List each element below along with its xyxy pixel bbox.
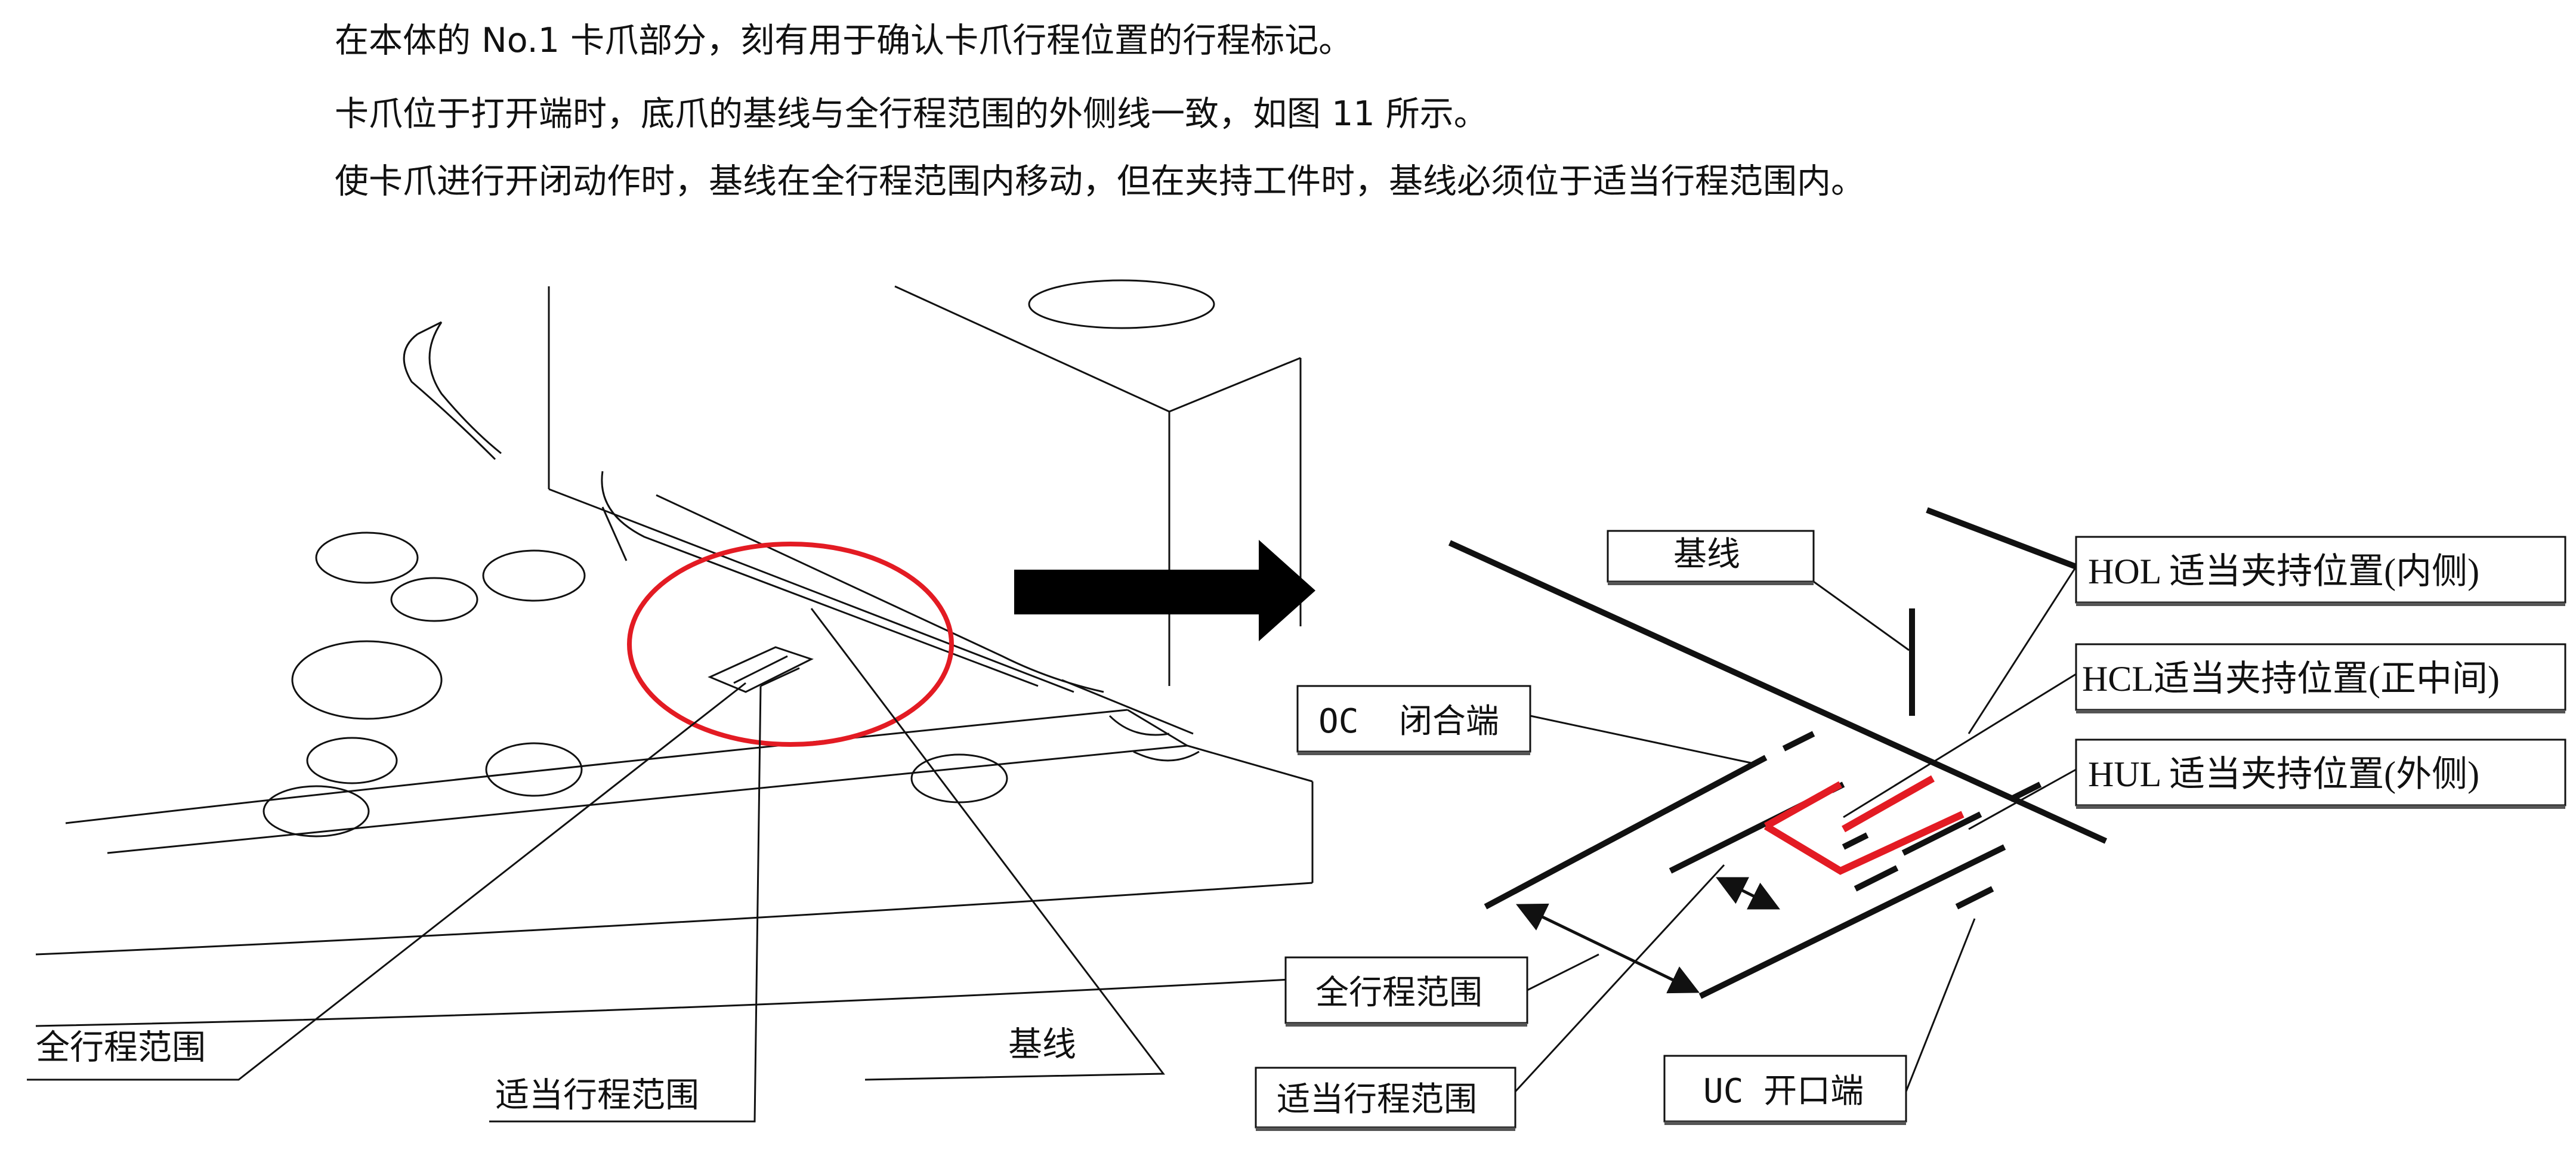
bolt-hole xyxy=(910,753,1008,803)
stroke-mark-small xyxy=(760,667,800,687)
leader-oc xyxy=(1530,715,1755,765)
chuck-edge-top xyxy=(1127,709,1313,783)
leader-uc xyxy=(1905,918,1976,1092)
full-stroke-inner-line xyxy=(1698,844,2006,999)
label-box-full-stroke-right: 全行程范围 xyxy=(1284,956,1528,1027)
bolt-hole xyxy=(262,785,370,837)
groove-line xyxy=(1061,679,1194,735)
leader-hul xyxy=(1968,768,2077,830)
hol-mark xyxy=(1764,781,1842,830)
groove-line xyxy=(1108,715,1170,736)
stroke-mark-detail xyxy=(1448,507,2108,999)
leader-hcl xyxy=(1843,673,2077,818)
jaw-block-edge xyxy=(548,488,1074,693)
label-proper-stroke-right: 适当行程范围 xyxy=(1277,1080,1477,1119)
jaw-edge-line xyxy=(1448,540,2108,844)
leader-proper-stroke-left xyxy=(489,685,762,1123)
hol-hcl-hul-mark xyxy=(1763,775,1965,875)
bolt-hole xyxy=(482,549,586,602)
intro-line-3: 使卡爪进行开闭动作时，基线在全行程范围内移动，但在夹持工件时，基线必须位于适当行… xyxy=(335,162,1865,201)
full-stroke-dimension xyxy=(1515,903,1700,994)
bolt-hole xyxy=(315,531,419,584)
label-box-hcl: HCL适当夹持位置(正中间) xyxy=(2075,643,2566,713)
bolt-hole xyxy=(485,742,583,797)
leader-baseline-left xyxy=(810,608,1165,1081)
label-full-stroke-left: 全行程范围 xyxy=(36,1028,206,1067)
intro-line-1: 在本体的 No.1 卡爪部分，刻有用于确认卡爪行程位置的行程标记。 xyxy=(335,21,1353,60)
slot-curve xyxy=(417,321,442,335)
stroke-mark-small xyxy=(708,646,814,693)
label-box-uc: UC 开口端 xyxy=(1663,1055,1907,1125)
slot-curve xyxy=(428,322,502,455)
leader-full-stroke-right xyxy=(1527,953,1599,991)
label-baseline-right: 基线 xyxy=(1673,535,1740,574)
label-box-proper-stroke-right: 适当行程范围 xyxy=(1255,1067,1516,1131)
zoom-arrow-icon xyxy=(1014,540,1315,641)
proper-stroke-right-line xyxy=(2009,781,2042,802)
label-hol: HOL 适当夹持位置(内侧) xyxy=(2088,552,2479,591)
label-box-oc: OC 闭合端 xyxy=(1296,685,1531,755)
label-baseline-left: 基线 xyxy=(1008,1025,1076,1064)
bolt-hole xyxy=(306,737,398,784)
label-uc: UC 开口端 xyxy=(1703,1072,1864,1111)
uc-line xyxy=(1854,865,1899,892)
bolt-hole xyxy=(291,640,443,720)
bolt-hole xyxy=(390,577,478,622)
chuck-arc-1 xyxy=(65,709,1128,824)
label-proper-stroke-left: 适当行程范围 xyxy=(495,1076,699,1115)
jaw-edge-line-top xyxy=(1926,507,2077,570)
jaw-block-top xyxy=(1169,357,1301,413)
chuck-arc-3 xyxy=(35,882,1313,956)
stroke-mark-small xyxy=(733,655,788,684)
proper-stroke-right-line xyxy=(1901,811,1982,856)
chuck-arc-4 xyxy=(35,977,1313,1027)
label-box-hol: HOL 适当夹持位置(内侧) xyxy=(2075,536,2566,606)
uc-line xyxy=(1955,886,1994,910)
label-box-baseline-right: 基线 xyxy=(1607,530,1815,585)
full-stroke-outer-line xyxy=(1782,731,1815,752)
leader-baseline-right xyxy=(1813,580,1910,651)
hul-mark xyxy=(1763,811,1965,875)
slot-curve xyxy=(403,333,496,461)
jaw-block-top xyxy=(894,285,1170,413)
chuck-drawing xyxy=(35,279,1314,1027)
label-hul: HUL 适当夹持位置(外侧) xyxy=(2088,755,2479,794)
groove-line xyxy=(601,506,628,561)
highlight-circle xyxy=(627,542,954,747)
groove-line xyxy=(656,494,1104,693)
leader-proper-stroke-right xyxy=(1514,864,1725,1093)
groove-line xyxy=(601,471,1039,687)
jaw-block-hole xyxy=(1028,279,1215,329)
full-stroke-outer-line xyxy=(1484,755,1768,910)
leader-hol xyxy=(1967,566,2077,734)
label-oc: OC 闭合端 xyxy=(1318,702,1499,741)
groove-line xyxy=(1133,750,1200,762)
intro-line-2: 卡爪位于打开端时，底爪的基线与全行程范围的外侧线一致，如图 11 所示。 xyxy=(335,94,1488,134)
hcl-mark xyxy=(1842,775,1935,833)
label-hcl: HCL适当夹持位置(正中间) xyxy=(2082,659,2500,699)
chuck-arc-2 xyxy=(107,744,1188,854)
label-full-stroke-right: 全行程范围 xyxy=(1315,974,1482,1012)
label-box-hul: HUL 适当夹持位置(外侧) xyxy=(2075,738,2566,809)
proper-stroke-mid-line xyxy=(1842,832,1869,850)
proper-stroke-dimension xyxy=(1716,877,1780,910)
leader-full-stroke-left xyxy=(27,682,746,1081)
